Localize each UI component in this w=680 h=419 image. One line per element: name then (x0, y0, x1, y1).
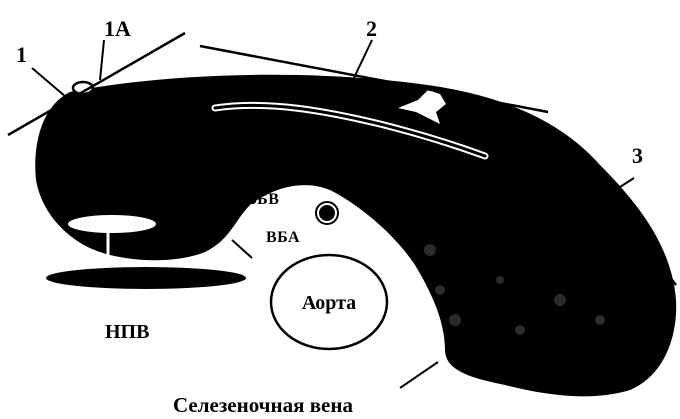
leader-1a (100, 40, 104, 80)
label-1a: 1А (104, 16, 131, 41)
pancreas-body (35, 75, 676, 397)
label-splenic-vein: Селезеночная вена (173, 393, 353, 417)
head-white-oval (68, 215, 156, 233)
label-aorta: Аорта (302, 292, 356, 314)
label-1: 1 (16, 42, 27, 67)
ivc-ellipse (46, 267, 246, 289)
label-npv: НПВ (105, 321, 149, 343)
sma-circle (318, 204, 336, 222)
leader-npv (232, 240, 252, 258)
label-vba: ВБА (266, 229, 300, 246)
label-3: 3 (632, 143, 643, 168)
leader-1 (32, 68, 66, 97)
label-vbv: ВБВ (246, 191, 279, 208)
leader-splenic-vein (400, 362, 438, 388)
label-2: 2 (366, 16, 377, 41)
